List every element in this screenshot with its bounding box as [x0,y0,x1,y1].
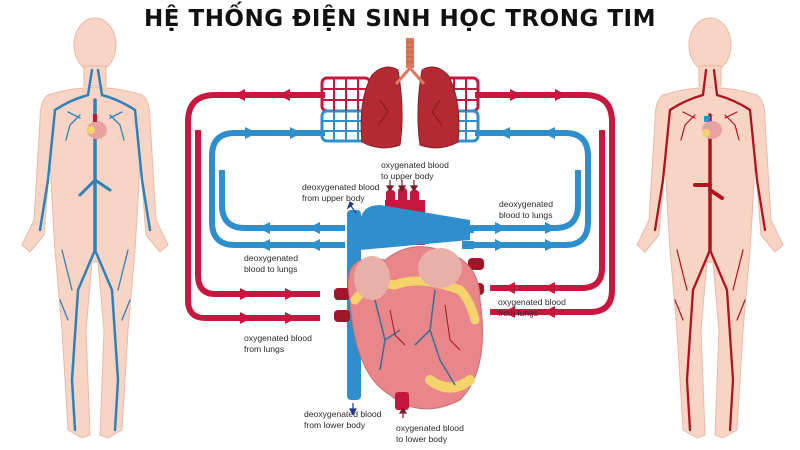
label-deox-to-lungs-left: deoxygenated blood to lungs [244,253,298,274]
label-ox-lower-body: oxygenated blood to lower body [396,423,464,444]
label-ox-from-lungs-right: oxygenated blood from lungs [498,297,566,318]
heart-icon-small [87,114,107,139]
lungs-icon [360,38,460,149]
label-deox-to-lungs-right: deoxygenated blood to lungs [499,199,553,220]
label-ox-from-lungs-left: oxygenated blood from lungs [244,333,312,354]
label-ox-upper-body: oxygenated blood to upper body [381,160,449,181]
arterial-system-figure [636,17,784,439]
heart-illustration [334,188,484,410]
diagram-title: HỆ THỐNG ĐIỆN SINH HỌC TRONG TIM [144,6,656,32]
label-deox-lower-body: deoxygenated blood from lower body [304,409,382,430]
heart-icon-small [702,116,722,139]
flow-arrows [233,89,567,324]
label-deox-upper-body: deoxygenated blood from upper body [302,182,380,203]
venous-system-figure [21,17,169,439]
label-arrows [385,180,419,418]
